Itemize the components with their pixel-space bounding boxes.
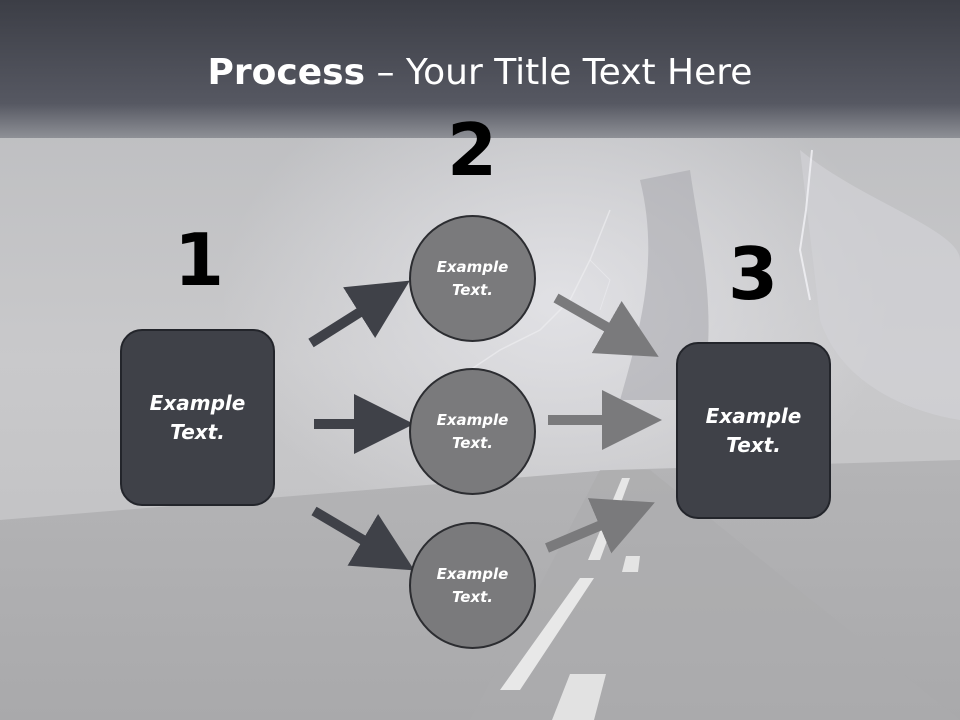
step-2-circle-top[interactable]: Example Text. xyxy=(409,215,536,342)
arrow-circle-bottom-to-box3 xyxy=(545,498,655,554)
step-3-box[interactable]: Example Text. xyxy=(676,342,831,519)
step-1-text: Example Text. xyxy=(149,390,246,444)
step-number-3: 3 xyxy=(727,232,779,316)
step-1-box[interactable]: Example Text. xyxy=(120,329,275,506)
step-2-circle-bottom[interactable]: Example Text. xyxy=(409,522,536,649)
arrow-circle-top-to-box3 xyxy=(553,293,659,357)
step-number-2: 2 xyxy=(446,108,498,192)
step-number-1: 1 xyxy=(173,218,225,302)
arrow-box1-to-circle-top xyxy=(308,280,410,348)
arrow-box1-to-circle-bottom xyxy=(311,506,415,571)
circle-bottom-text: Example Text. xyxy=(436,564,509,606)
slide-title: Process – Your Title Text Here xyxy=(0,52,960,93)
circle-top-text: Example Text. xyxy=(436,257,509,299)
circle-middle-text: Example Text. xyxy=(436,410,509,452)
title-bold: Process xyxy=(207,52,366,93)
title-rest: – Your Title Text Here xyxy=(365,52,753,93)
step-3-text: Example Text. xyxy=(705,403,802,457)
step-2-circle-middle[interactable]: Example Text. xyxy=(409,368,536,495)
